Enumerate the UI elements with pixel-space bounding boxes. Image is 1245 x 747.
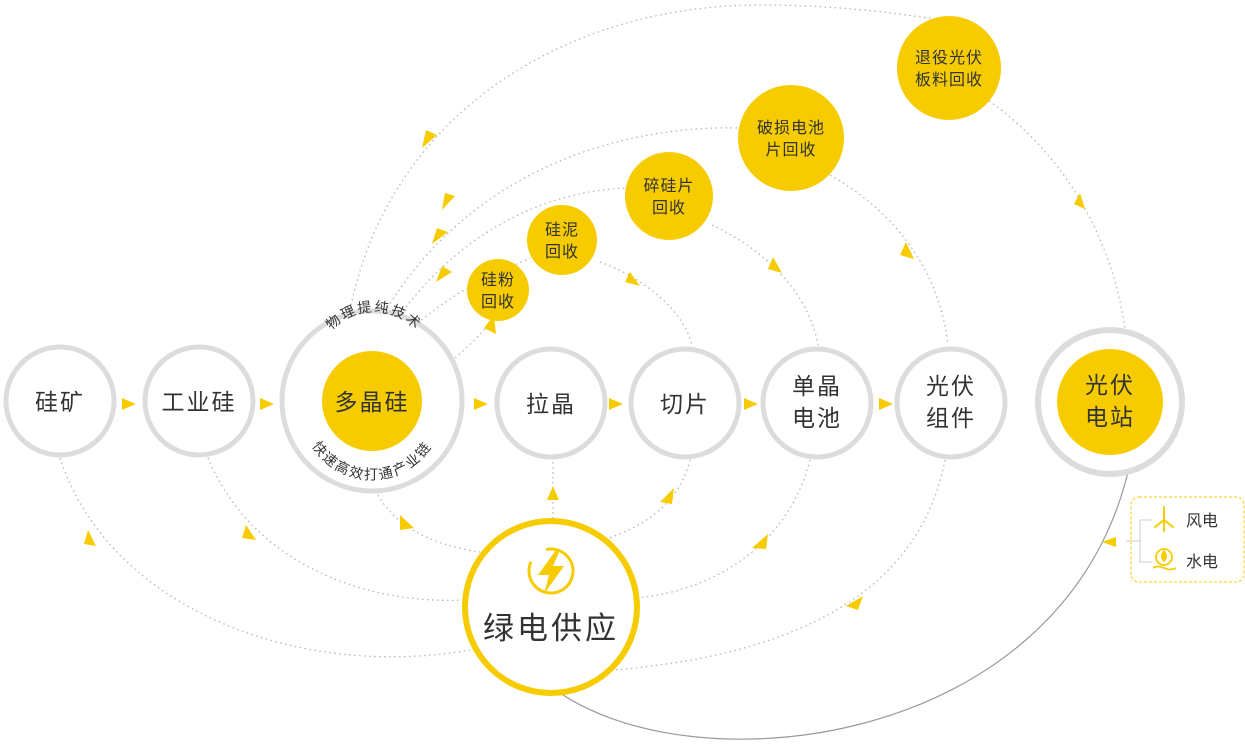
node-pv-station: 光伏 电站 bbox=[1035, 327, 1185, 477]
arrow-industrial-to-poly bbox=[260, 398, 274, 410]
supply-loop-slicing bbox=[602, 459, 691, 541]
node-silicon-ore: 硅矿 bbox=[3, 344, 117, 458]
pv-module-label-line1: 光伏 bbox=[926, 374, 976, 400]
legend-wind-label: 风电 bbox=[1186, 511, 1218, 530]
silicon-powder-label-line1: 硅粉 bbox=[481, 270, 515, 289]
arrow-supply-module bbox=[846, 596, 863, 610]
hydro-power-icon bbox=[1152, 548, 1177, 571]
node-slicing: 切片 bbox=[628, 346, 742, 460]
supply-loop-mono-cell bbox=[636, 459, 811, 599]
pv-station-label-line1: 光伏 bbox=[1085, 373, 1135, 399]
arrow-into-poly-sludge bbox=[436, 266, 452, 282]
arrow-supply-poly bbox=[400, 515, 414, 530]
silicon-powder-label-line2: 回收 bbox=[481, 292, 515, 311]
node-retired-panel-recycling: 退役光伏 板料回收 bbox=[897, 16, 1001, 120]
node-broken-wafer-recycling: 碎硅片 回收 bbox=[625, 152, 713, 240]
supply-loop-pv-module bbox=[611, 459, 946, 671]
arrow-ore-to-industrial bbox=[122, 398, 136, 410]
flow-arrows bbox=[84, 130, 1116, 610]
arrow-supply-cell bbox=[752, 534, 768, 549]
node-pv-module: 光伏 组件 bbox=[894, 346, 1008, 460]
legend-hydro-label: 水电 bbox=[1186, 552, 1218, 571]
arrow-slicing-to-cell bbox=[744, 398, 758, 410]
arrow-into-poly-cell bbox=[442, 193, 455, 210]
lightning-bolt-icon bbox=[527, 547, 575, 595]
green-power-label: 绿电供应 bbox=[483, 611, 619, 647]
node-mono-cell: 单晶 电池 bbox=[760, 346, 874, 460]
broken-wafer-label-line1: 碎硅片 bbox=[643, 176, 694, 195]
arrow-supply-industrial bbox=[242, 525, 256, 540]
arrow-from-cell bbox=[900, 242, 914, 259]
arrow-into-poly-wafer bbox=[432, 228, 448, 244]
crystal-pulling-label: 拉晶 bbox=[526, 392, 576, 418]
arrow-into-poly-retired bbox=[422, 130, 437, 148]
silicon-sludge-loop-right bbox=[599, 261, 693, 346]
node-silicon-powder-recycling: 硅粉 回收 bbox=[467, 259, 529, 321]
node-polysilicon: 多晶硅 物理提纯技术 快速高效打通产业链 bbox=[279, 299, 465, 494]
broken-cell-loop-left bbox=[384, 127, 741, 313]
node-industrial-silicon: 工业硅 bbox=[142, 344, 256, 458]
arrow-supply-ore bbox=[84, 530, 96, 546]
broken-cell-label-line2: 片回收 bbox=[765, 140, 816, 159]
recycle-loop-curves bbox=[59, 4, 1126, 671]
broken-cell-label-line1: 破损电池 bbox=[757, 118, 825, 137]
arrow-cell-to-module bbox=[879, 398, 893, 410]
supply-loop-polysilicon bbox=[377, 494, 481, 553]
slicing-label: 切片 bbox=[660, 392, 710, 418]
arrow-pulling-to-slicing bbox=[609, 398, 623, 410]
wind-turbine-icon bbox=[1154, 506, 1174, 532]
polysilicon-label: 多晶硅 bbox=[335, 390, 410, 416]
node-green-power-supply: 绿电供应 bbox=[462, 518, 640, 696]
pv-station-label-line2: 电站 bbox=[1085, 405, 1135, 431]
node-broken-cell-recycling: 破损电池 片回收 bbox=[738, 85, 844, 191]
silicon-sludge-label-line1: 硅泥 bbox=[545, 220, 579, 239]
retired-panel-loop-right bbox=[984, 97, 1126, 329]
arrow-supply-station bbox=[1102, 537, 1116, 547]
broken-wafer-loop-right bbox=[711, 224, 819, 346]
arrow-from-slicing bbox=[768, 257, 782, 273]
retired-panel-loop-left bbox=[349, 4, 961, 311]
silicon-sludge-label-line2: 回收 bbox=[545, 242, 579, 261]
silicon-ore-label: 硅矿 bbox=[35, 390, 85, 416]
arrow-supply-pulling bbox=[547, 486, 559, 500]
arrow-supply-slicing bbox=[660, 488, 674, 504]
pv-station-supply-curve bbox=[552, 471, 1129, 740]
arrow-from-station bbox=[1074, 193, 1085, 209]
broken-cell-loop-right bbox=[829, 174, 949, 346]
energy-source-legend: 风电 水电 bbox=[1126, 496, 1245, 583]
mono-cell-label-line2: 电池 bbox=[792, 406, 842, 432]
legend-bracket bbox=[1126, 519, 1152, 563]
mono-cell-label-line1: 单晶 bbox=[792, 374, 842, 400]
silicon-powder-loop bbox=[454, 324, 489, 359]
industrial-silicon-label: 工业硅 bbox=[162, 390, 237, 416]
silicon-sludge-loop-left bbox=[409, 257, 531, 331]
supply-loop-silicon-ore bbox=[59, 457, 471, 658]
pv-module-label-line2: 组件 bbox=[926, 406, 976, 432]
arrow-from-pulling bbox=[625, 272, 640, 286]
arrow-poly-to-pulling bbox=[474, 398, 488, 410]
retired-panel-label-line1: 退役光伏 bbox=[915, 48, 983, 67]
broken-wafer-label-line2: 回收 bbox=[652, 198, 686, 217]
node-crystal-pulling: 拉晶 bbox=[494, 346, 608, 460]
retired-panel-label-line2: 板料回收 bbox=[915, 70, 983, 89]
node-silicon-sludge-recycling: 硅泥 回收 bbox=[527, 205, 597, 275]
supply-loop-industrial-silicon bbox=[207, 457, 466, 602]
